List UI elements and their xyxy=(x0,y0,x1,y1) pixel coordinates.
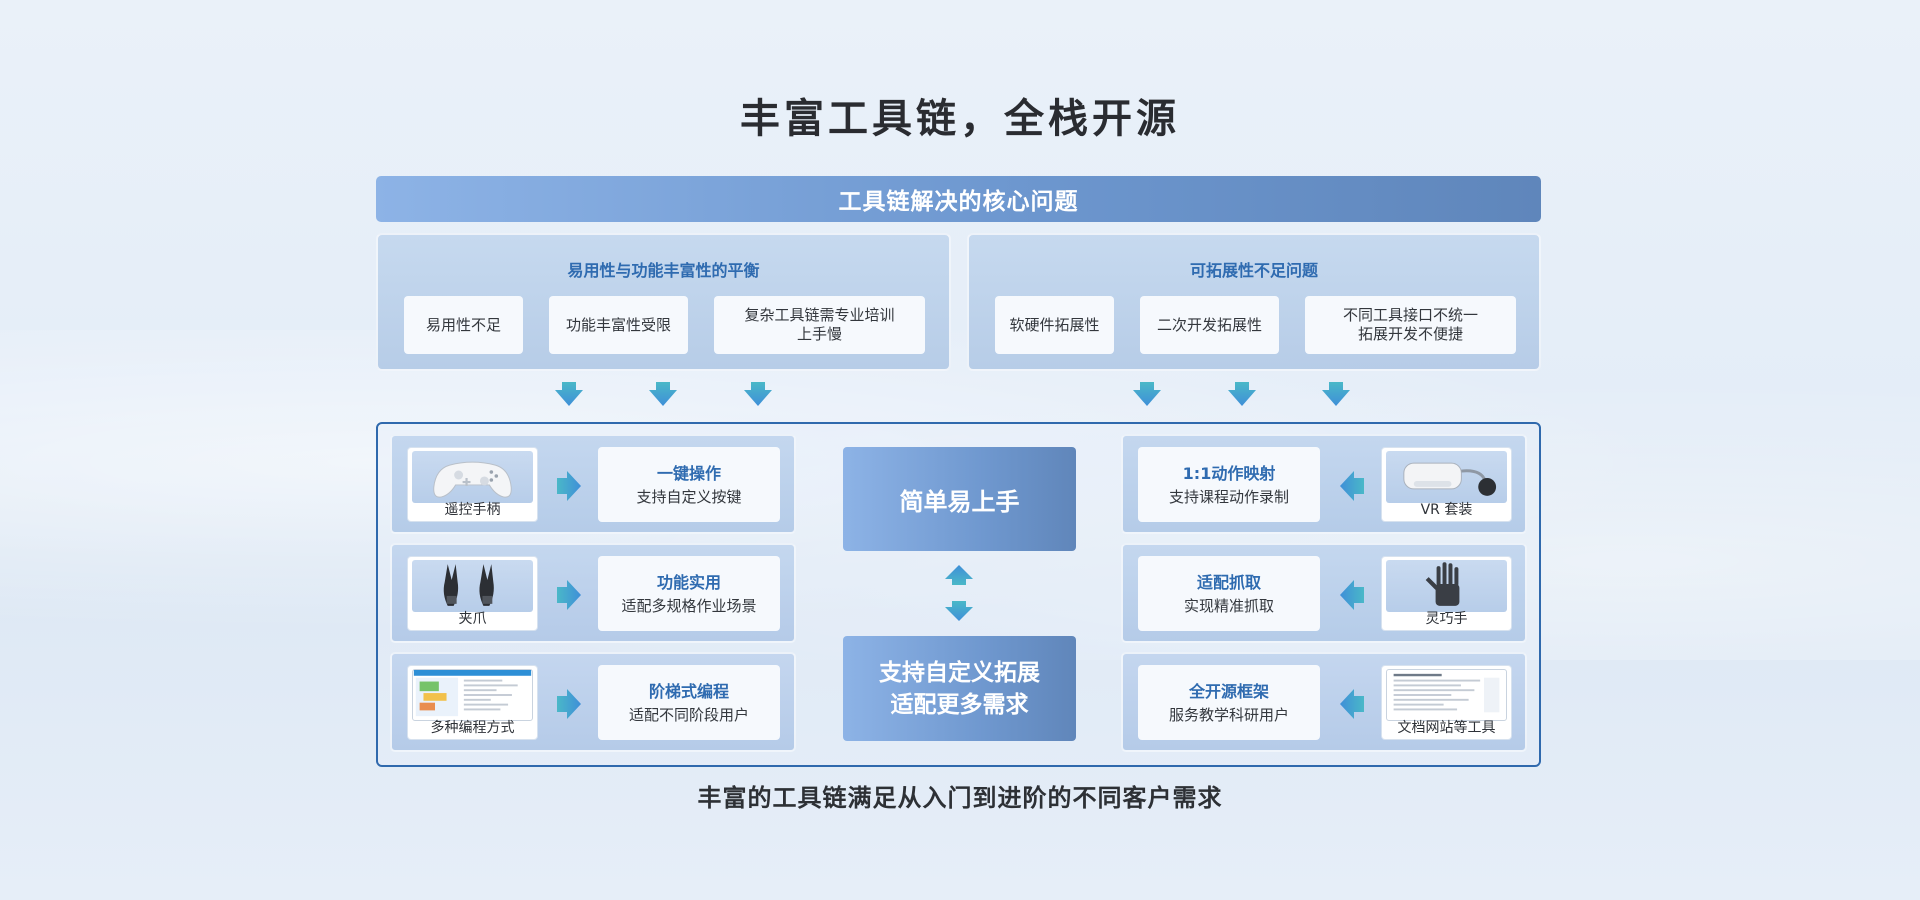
right-arrow-icon xyxy=(557,471,581,501)
problem-panel-title: 易用性与功能丰富性的平衡 xyxy=(567,261,760,280)
down-arrow-icon xyxy=(649,382,677,406)
up-arrow-icon xyxy=(945,565,973,585)
feature-title: 阶梯式编程 xyxy=(648,681,729,701)
feature-card: 1:1动作映射 支持课程动作录制 xyxy=(1138,447,1320,522)
easy-to-use-label: 简单易上手 xyxy=(899,487,1020,516)
problem-panel-title: 可拓展性不足问题 xyxy=(1189,261,1318,280)
problem-chip-line: 二次开发拓展性 xyxy=(1156,315,1262,334)
problem-panel-extensibility: 可拓展性不足问题 软硬件拓展性 二次开发拓展性 不同工具接口不统一 拓展开发不便… xyxy=(967,233,1541,371)
solution-row-gamepad: 遥控手柄 一键操作 支持自定义按键 xyxy=(390,434,796,534)
problem-chip-line: 易用性不足 xyxy=(425,315,501,334)
problem-chip-line: 复杂工具链需专业培训 xyxy=(744,306,895,324)
dexterous-hand-icon xyxy=(1386,560,1507,612)
problem-chip: 二次开发拓展性 xyxy=(1140,296,1279,354)
feature-title: 全开源框架 xyxy=(1188,681,1269,701)
customizable-extension-box: 支持自定义拓展 适配更多需求 xyxy=(843,636,1076,741)
feature-card: 阶梯式编程 适配不同阶段用户 xyxy=(598,665,780,740)
thumbnail-label: 遥控手柄 xyxy=(444,502,501,518)
gripper-icon xyxy=(412,560,533,612)
feature-subtitle: 适配多规格作业场景 xyxy=(621,596,757,615)
left-arrow-icon xyxy=(1340,580,1364,610)
down-arrow-icon xyxy=(1133,382,1161,406)
solution-row-docs: 全开源框架 服务教学科研用户 文档网站等工具 xyxy=(1121,652,1527,752)
feature-card: 适配抓取 实现精准抓取 xyxy=(1138,556,1320,631)
down-arrow-icon xyxy=(945,601,973,621)
bottom-caption: 丰富的工具链满足从入门到进阶的不同客户需求 xyxy=(697,784,1223,812)
down-arrow-icon xyxy=(744,382,772,406)
thumbnail-card: VR 套装 xyxy=(1381,447,1512,522)
solution-row-programming: 多种编程方式 阶梯式编程 适配不同阶段用户 xyxy=(390,652,796,752)
feature-title: 适配抓取 xyxy=(1196,572,1261,592)
right-arrow-icon xyxy=(557,689,581,719)
thumbnail-card: 夹爪 xyxy=(407,556,538,631)
thumbnail-card: 文档网站等工具 xyxy=(1381,665,1512,740)
document-page-icon xyxy=(1386,669,1507,721)
problem-chip: 功能丰富性受限 xyxy=(549,296,688,354)
feature-subtitle: 适配不同阶段用户 xyxy=(628,705,749,724)
right-arrow-icon xyxy=(557,580,581,610)
feature-subtitle: 服务教学科研用户 xyxy=(1168,705,1289,724)
feature-subtitle: 支持自定义按键 xyxy=(636,487,742,506)
solution-row-dexterous-hand: 适配抓取 实现精准抓取 灵巧手 xyxy=(1121,543,1527,643)
easy-to-use-box: 简单易上手 xyxy=(843,447,1076,551)
feature-card: 功能实用 适配多规格作业场景 xyxy=(598,556,780,631)
down-arrow-icon xyxy=(1228,382,1256,406)
problem-chip: 复杂工具链需专业培训 上手慢 xyxy=(714,296,925,354)
thumbnail-card: 多种编程方式 xyxy=(407,665,538,740)
core-problems-banner: 工具链解决的核心问题 xyxy=(376,176,1541,222)
thumbnail-label: VR 套装 xyxy=(1420,502,1473,518)
problem-chip: 软硬件拓展性 xyxy=(995,296,1114,354)
problem-panel-usability: 易用性与功能丰富性的平衡 易用性不足 功能丰富性受限 复杂工具链需专业培训 上手… xyxy=(376,233,951,371)
problem-chip-line: 功能丰富性受限 xyxy=(565,315,671,334)
solution-row-gripper: 夹爪 功能实用 适配多规格作业场景 xyxy=(390,543,796,643)
thumbnail-label: 多种编程方式 xyxy=(430,720,515,736)
feature-subtitle: 实现精准抓取 xyxy=(1183,596,1274,615)
page-title: 丰富工具链，全栈开源 xyxy=(740,96,1180,142)
problem-chip-line: 上手慢 xyxy=(796,325,842,343)
feature-card: 一键操作 支持自定义按键 xyxy=(598,447,780,522)
left-arrow-icon xyxy=(1340,471,1364,501)
problem-chip: 不同工具接口不统一 拓展开发不便捷 xyxy=(1305,296,1516,354)
problem-chip: 易用性不足 xyxy=(404,296,523,354)
problem-chip-line: 软硬件拓展性 xyxy=(1009,315,1100,334)
feature-title: 功能实用 xyxy=(656,572,721,592)
feature-title: 1:1动作映射 xyxy=(1182,463,1276,483)
feature-subtitle: 支持课程动作录制 xyxy=(1168,487,1289,506)
gamepad-icon xyxy=(412,451,533,503)
down-arrow-icon xyxy=(555,382,583,406)
programming-screenshot-icon xyxy=(412,669,533,721)
left-arrow-icon xyxy=(1340,689,1364,719)
thumbnail-card: 遥控手柄 xyxy=(407,447,538,522)
customizable-extension-line: 支持自定义拓展 xyxy=(879,659,1040,686)
problem-chip-line: 不同工具接口不统一 xyxy=(1342,306,1478,324)
thumbnail-label: 夹爪 xyxy=(458,611,487,627)
problem-chip-line: 拓展开发不便捷 xyxy=(1357,325,1463,343)
thumbnail-label: 灵巧手 xyxy=(1425,611,1468,627)
down-arrow-icon xyxy=(1322,382,1350,406)
solution-row-vr: 1:1动作映射 支持课程动作录制 VR 套装 xyxy=(1121,434,1527,534)
thumbnail-label: 文档网站等工具 xyxy=(1397,720,1496,736)
vr-headset-icon xyxy=(1386,451,1507,503)
customizable-extension-line: 适配更多需求 xyxy=(890,691,1029,718)
feature-card: 全开源框架 服务教学科研用户 xyxy=(1138,665,1320,740)
feature-title: 一键操作 xyxy=(656,463,721,483)
thumbnail-card: 灵巧手 xyxy=(1381,556,1512,631)
